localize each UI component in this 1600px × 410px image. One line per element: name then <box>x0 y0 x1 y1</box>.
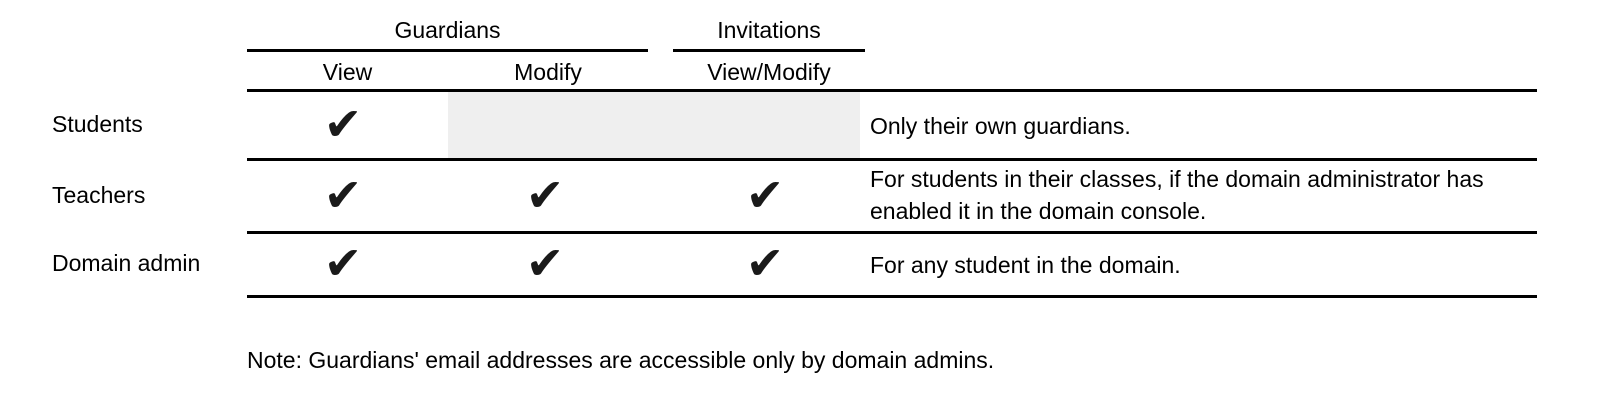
check-icon: ✔ <box>745 169 785 221</box>
column-group-guardians: Guardians <box>394 17 501 43</box>
check-icon: ✔ <box>745 237 785 289</box>
footnote: Note: Guardians' email addresses are acc… <box>247 347 995 373</box>
invitations-underline <box>673 49 865 52</box>
check-icon: ✔ <box>525 169 565 221</box>
check-icon: ✔ <box>323 98 363 150</box>
row-separator <box>247 158 1537 161</box>
check-icon: ✔ <box>323 237 363 289</box>
row-label-teachers: Teachers <box>52 182 146 208</box>
check-icon: ✔ <box>323 169 363 221</box>
column-header-view-modify: View/Modify <box>707 59 831 85</box>
column-group-invitations: Invitations <box>717 17 821 43</box>
row-label-students: Students <box>52 111 143 137</box>
guardians-underline <box>247 49 648 52</box>
header-rule <box>247 89 1537 92</box>
check-icon: ✔ <box>525 237 565 289</box>
row-note-domain-admin: For any student in the domain. <box>870 252 1181 278</box>
students-disabled-cells <box>448 92 860 158</box>
row-label-domain-admin: Domain admin <box>52 250 201 276</box>
row-separator <box>247 231 1537 234</box>
column-header-modify: Modify <box>514 59 582 85</box>
table-bottom-rule <box>247 295 1537 298</box>
row-note-students: Only their own guardians. <box>870 113 1131 139</box>
column-header-view: View <box>322 59 373 85</box>
row-note-teachers: For students in their classes, if the do… <box>870 166 1484 224</box>
